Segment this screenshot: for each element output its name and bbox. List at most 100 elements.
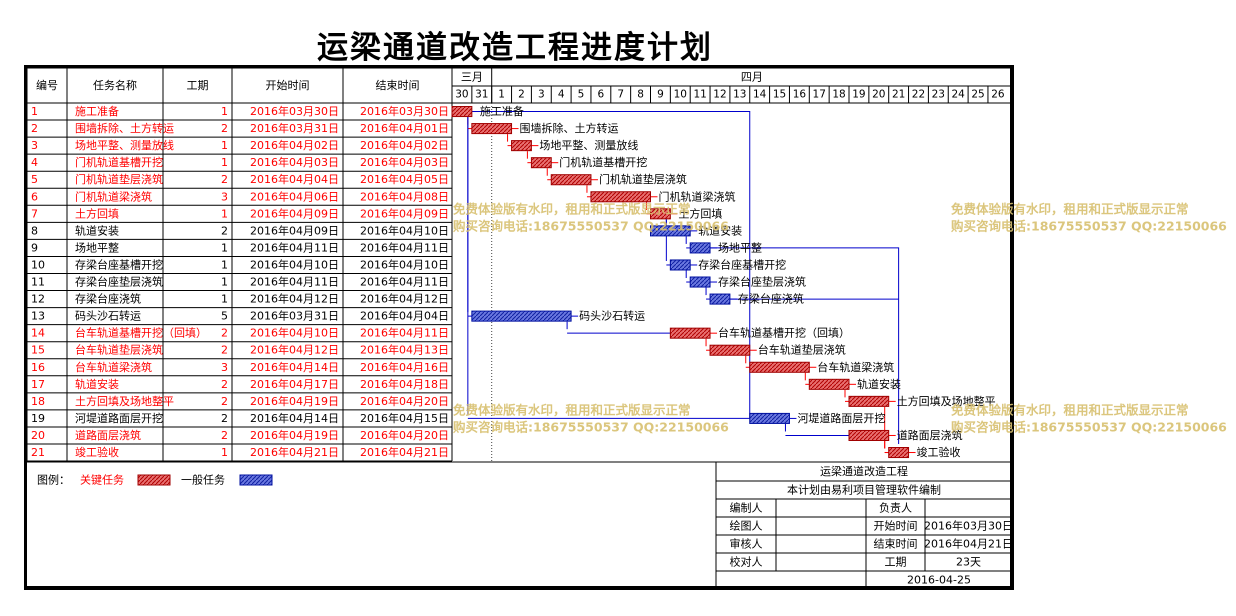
gantt-bar	[530, 157, 552, 169]
task-end: 2016年04月12日	[360, 292, 449, 306]
task-end: 2016年04月11日	[360, 326, 449, 340]
day-label: 7	[617, 89, 624, 101]
bar-label: 存梁台座基槽开挖	[698, 257, 786, 271]
day-label: 9	[657, 89, 664, 101]
dependency-link	[710, 247, 900, 444]
gantt-bar	[689, 276, 711, 288]
schedule-frame	[24, 65, 1014, 590]
task-duration: 2	[221, 327, 228, 340]
task-name: 存梁台座浇筑	[75, 292, 141, 306]
task-id: 18	[31, 395, 45, 408]
task-name: 门机轨道垫层浇筑	[75, 172, 163, 186]
header-id: 编号	[36, 78, 58, 92]
bar-label: 场地平整、测量放线	[539, 138, 638, 152]
task-name: 轨道安装	[75, 377, 119, 391]
bar-label: 施工准备	[480, 104, 524, 118]
gantt-bar	[511, 140, 532, 152]
month-label: 三月	[461, 71, 483, 84]
gantt-bar	[709, 293, 731, 305]
info-label: 开始时间	[874, 519, 918, 533]
bar-label: 门机轨道垫层浇筑	[599, 172, 687, 186]
task-start: 2016年04月10日	[250, 326, 339, 340]
task-start: 2016年04月21日	[250, 445, 339, 459]
header-end: 结束时间	[376, 79, 420, 92]
gantt-bar	[471, 123, 513, 135]
gantt-bar	[709, 344, 751, 356]
task-start: 2016年04月17日	[250, 377, 339, 391]
gantt-bar	[669, 259, 691, 271]
task-start: 2016年04月19日	[250, 394, 339, 408]
day-label: 21	[892, 89, 905, 101]
task-id: 16	[31, 361, 45, 374]
info-label: 绘图人	[730, 519, 763, 533]
gantt-bar	[808, 378, 850, 390]
task-end: 2016年04月08日	[360, 189, 449, 203]
day-label: 22	[912, 89, 925, 101]
day-label: 23	[932, 89, 945, 101]
task-start: 2016年04月19日	[250, 428, 339, 442]
info-label: 结束时间	[874, 538, 918, 551]
task-start: 2016年04月02日	[250, 138, 339, 152]
task-id: 8	[31, 224, 38, 237]
task-name: 施工准备	[75, 104, 119, 118]
bar-label: 围墙拆除、土方转运	[520, 121, 619, 135]
month-label: 四月	[741, 71, 763, 84]
info-value: 2016年04月21日	[924, 537, 1013, 551]
bar-label: 门机轨道基槽开挖	[559, 155, 647, 169]
task-name: 竣工验收	[75, 445, 119, 459]
header-name: 任务名称	[93, 78, 137, 92]
task-duration: 2	[221, 429, 228, 442]
gantt-bar	[749, 361, 810, 373]
task-end: 2016年04月20日	[360, 394, 449, 408]
task-end: 2016年04月01日	[360, 121, 449, 135]
bar-label: 台车轨道梁浇筑	[817, 360, 894, 374]
task-duration: 2	[221, 173, 228, 186]
legend-critical-text: 关键任务	[80, 473, 124, 487]
bar-label: 河堤道路面层开挖	[797, 411, 885, 425]
bar-label: 轨道安装	[698, 223, 742, 237]
info-software: 本计划由易利项目管理软件编制	[787, 483, 941, 497]
task-end: 2016年03月30日	[360, 104, 449, 118]
task-end: 2016年04月18日	[360, 377, 449, 391]
task-id: 7	[31, 207, 38, 220]
task-start: 2016年04月11日	[250, 275, 339, 289]
task-end: 2016年04月15日	[360, 411, 449, 425]
task-start: 2016年04月04日	[250, 172, 339, 186]
task-duration: 1	[221, 207, 228, 220]
task-id: 12	[31, 293, 45, 306]
task-id: 17	[31, 378, 45, 391]
bar-label: 台车轨道垫层浇筑	[758, 343, 846, 357]
day-label: 6	[598, 89, 605, 101]
task-id: 20	[31, 429, 45, 442]
info-value: 2016年03月30日	[924, 519, 1013, 533]
bar-label: 土方回填及场地整平	[897, 394, 996, 408]
day-label: 13	[733, 89, 746, 101]
task-end: 2016年04月13日	[360, 343, 449, 357]
header-duration: 工期	[187, 79, 209, 92]
day-label: 18	[832, 89, 845, 101]
legend-critical-swatch	[137, 474, 171, 486]
gantt-bar	[590, 191, 652, 203]
day-label: 3	[538, 89, 545, 101]
gantt-bar	[689, 242, 711, 254]
task-id: 13	[31, 310, 45, 323]
info-label: 工期	[885, 556, 907, 569]
task-name: 河堤道路面层开挖	[75, 411, 163, 425]
task-name: 场地平整、测量放线	[75, 138, 174, 152]
task-duration: 1	[221, 446, 228, 459]
task-duration: 2	[221, 378, 228, 391]
task-duration: 1	[221, 156, 228, 169]
watermark-text: 免费体验版有水印，租用和正式版显示正常	[453, 202, 691, 217]
day-label: 31	[475, 89, 488, 101]
task-duration: 2	[221, 412, 228, 425]
task-id: 14	[31, 327, 45, 340]
info-label: 校对人	[730, 555, 763, 569]
task-start: 2016年04月14日	[250, 411, 339, 425]
day-label: 20	[872, 89, 885, 101]
task-end: 2016年04月21日	[360, 445, 449, 459]
task-name: 存梁台座垫层浇筑	[75, 275, 163, 289]
day-label: 8	[637, 89, 644, 101]
task-name: 土方回填	[75, 206, 119, 220]
task-start: 2016年04月06日	[250, 189, 339, 203]
